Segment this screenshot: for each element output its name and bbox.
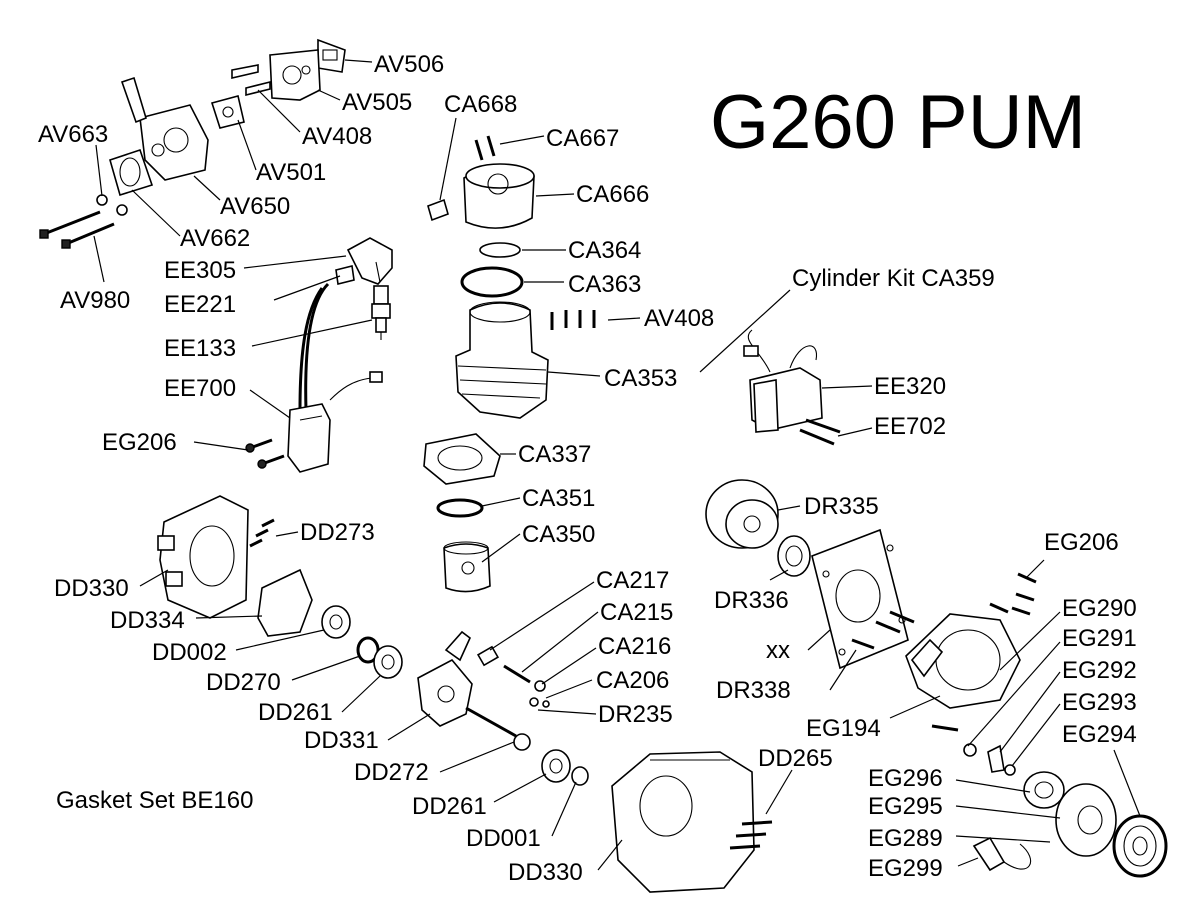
part-label-ca216: CA216 [598,633,671,660]
part-label-ee702: EE702 [874,413,946,440]
part-label-dd261-b: DD261 [412,793,487,820]
part-label-eg295: EG295 [868,793,943,820]
part-label-dd330-right: DD330 [508,859,583,886]
part-label-ca364: CA364 [568,237,641,264]
part-label-dd272: DD272 [354,759,429,786]
part-label-dd331: DD331 [304,727,379,754]
part-label-dd002: DD002 [152,639,227,666]
part-label-eg296: EG296 [868,765,943,792]
part-label-eg294: EG294 [1062,721,1137,748]
part-label-ee305: EE305 [164,257,236,284]
part-label-eg299: EG299 [868,855,943,882]
part-label-ca353: CA353 [604,365,677,392]
part-label-eg290: EG290 [1062,595,1137,622]
flywheel-group-drawing [705,479,915,670]
part-label-av501: AV501 [256,159,326,186]
part-label-ca667: CA667 [546,125,619,152]
part-label-av980: AV980 [60,287,130,314]
part-label-av408-cyl: AV408 [644,305,714,332]
part-label-av408-carb: AV408 [302,123,372,150]
part-label-av650: AV650 [220,193,290,220]
part-label-dr235: DR235 [598,701,673,728]
page-title: G260 PUM [710,80,1086,165]
part-label-ca337: CA337 [518,441,591,468]
part-label-eg293: EG293 [1062,689,1137,716]
carburetor-group-drawing [39,38,346,249]
part-label-eg289: EG289 [868,825,943,852]
part-label-dr336: DR336 [714,587,789,614]
part-label-ca350: CA350 [522,521,595,548]
part-label-av505: AV505 [342,89,412,116]
part-label-ee700: EE700 [164,375,236,402]
part-label-av506: AV506 [374,51,444,78]
part-label-dd270: DD270 [206,669,281,696]
cylinder-group-drawing [423,135,596,593]
cylinder-kit-label: Cylinder Kit CA359 [792,265,995,292]
starter-group-drawing [905,572,1168,878]
part-label-dd265: DD265 [758,745,833,772]
part-label-ee320: EE320 [874,373,946,400]
part-label-eg206-coil: EG206 [102,429,177,456]
part-label-eg194: EG194 [806,715,881,742]
part-label-ca363: CA363 [568,271,641,298]
part-label-ca666: CA666 [576,181,649,208]
part-label-ee221: EE221 [164,291,236,318]
part-label-eg206-starter: EG206 [1044,529,1119,556]
part-label-eg292: EG292 [1062,657,1137,684]
part-label-dd001: DD001 [466,825,541,852]
leader-lines [93,59,1141,871]
part-label-xx: xx [766,637,790,664]
part-label-dd261-a: DD261 [258,699,333,726]
crankcase-group-drawing [157,495,773,893]
ignition-module-drawing [743,329,841,446]
part-label-ca217: CA217 [596,567,669,594]
part-label-eg291: EG291 [1062,625,1137,652]
gasket-set-label: Gasket Set BE160 [56,787,253,814]
part-label-ca351: CA351 [522,485,595,512]
ignition-group-drawing [245,237,393,473]
part-label-av662: AV662 [180,225,250,252]
part-label-ca215: CA215 [600,599,673,626]
part-label-av663: AV663 [38,121,108,148]
part-label-dr338: DR338 [716,677,791,704]
part-label-dd273: DD273 [300,519,375,546]
part-label-dr335: DR335 [804,493,879,520]
part-label-dd330-left: DD330 [54,575,129,602]
part-label-dd334: DD334 [110,607,185,634]
part-label-ca206: CA206 [596,667,669,694]
part-label-ca668: CA668 [444,91,517,118]
part-label-ee133: EE133 [164,335,236,362]
